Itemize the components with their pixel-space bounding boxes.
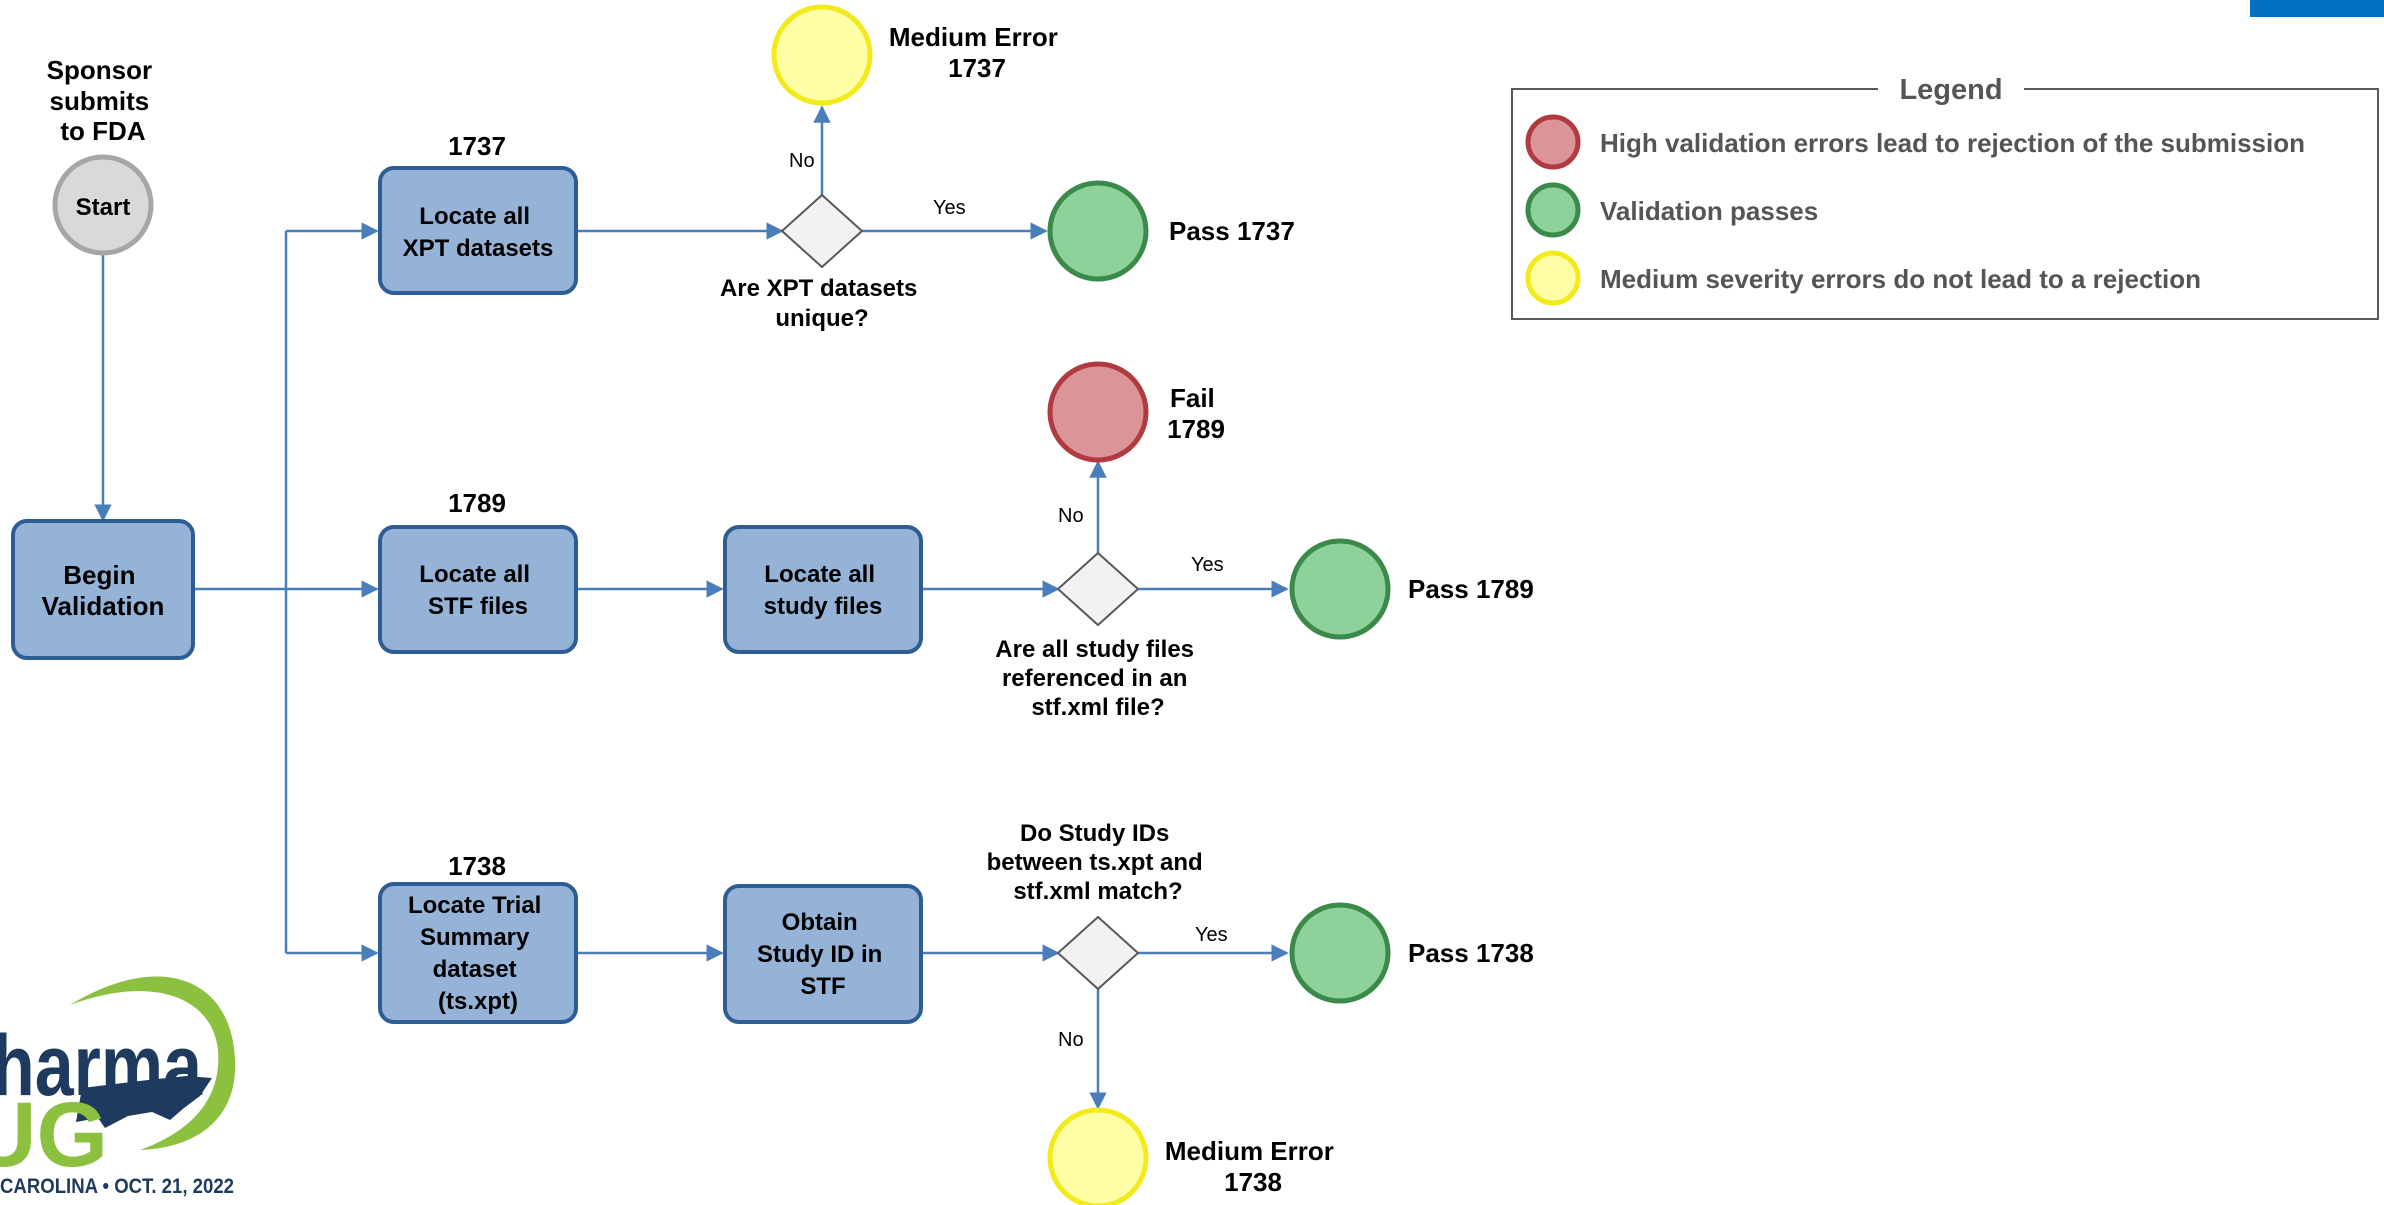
pass-label-1789: Pass 1789 xyxy=(1408,574,1534,604)
rule-id-1789: 1789 xyxy=(448,488,506,518)
no-label-1737: No xyxy=(789,150,815,172)
start-node: Sponsor submits to FDA Start xyxy=(47,55,160,256)
obtain-study-id-label: Obtain Study ID in STF xyxy=(757,909,889,1000)
locate-trial-summary-box xyxy=(378,882,578,1024)
begin-validation-box: Begin Validation xyxy=(11,519,195,660)
start-label: Start xyxy=(76,194,131,221)
logo-word-harma: harma xyxy=(0,1018,203,1114)
row-1738: 1738 Locate Trial Summary dataset (ts.xp… xyxy=(378,820,1534,1205)
pass-label-1738: Pass 1738 xyxy=(1408,938,1534,968)
locate-study-files-label: Locate all study files xyxy=(764,561,883,620)
medium-error-label-1738: Medium Error 1738 xyxy=(1165,1136,1341,1197)
yes-label-1737: Yes xyxy=(933,197,966,219)
decision-diamond-1789 xyxy=(1056,551,1140,627)
north-carolina-shape-icon xyxy=(76,1076,212,1128)
legend-item-medium: Medium severity errors do not lead to a … xyxy=(1600,264,2201,294)
pharmasug-logo: harma UG CAROLINA • OCT. 21, 2022 xyxy=(0,976,236,1198)
obtain-study-id-box xyxy=(723,884,923,1024)
medium-error-circle-1738 xyxy=(1047,1107,1149,1205)
fail-label-1789: Fail 1789 xyxy=(1167,383,1225,444)
legend-fail-icon xyxy=(1525,114,1581,170)
legend-title: Legend xyxy=(1899,74,2002,106)
rule-id-1737: 1737 xyxy=(448,131,506,161)
decision-diamond-1738 xyxy=(1056,915,1140,991)
logo-word-ug: UG xyxy=(0,1084,108,1186)
no-label-1738: No xyxy=(1058,1029,1084,1051)
start-caption: Sponsor submits to FDA xyxy=(47,55,160,146)
row-1737: 1737 Locate all XPT datasets Are XPT dat… xyxy=(378,4,1295,332)
connectors xyxy=(94,105,1289,1110)
pass-circle-1738 xyxy=(1289,902,1391,1004)
legend-item-pass: Validation passes xyxy=(1600,196,1818,226)
locate-xpt-box xyxy=(378,166,578,295)
locate-stf-box xyxy=(378,525,578,654)
medium-error-label-1737: Medium Error 1737 xyxy=(889,22,1065,83)
rule-id-1738: 1738 xyxy=(448,851,506,881)
no-label-1789: No xyxy=(1058,505,1084,527)
start-circle xyxy=(52,154,154,256)
decision-question-1738: Do Study IDs between ts.xpt and stf.xml … xyxy=(987,820,1210,905)
yes-label-1738: Yes xyxy=(1195,924,1228,946)
row-1789: 1789 Locate all STF files Locate all stu… xyxy=(378,361,1534,721)
pass-circle-1737 xyxy=(1047,180,1149,282)
decision-diamond-1737 xyxy=(780,193,864,269)
locate-xpt-label: Locate all XPT datasets xyxy=(403,203,554,262)
medium-error-circle-1737 xyxy=(771,4,873,106)
yes-label-1789: Yes xyxy=(1191,554,1224,576)
pass-circle-1789 xyxy=(1289,538,1391,640)
corner-accent xyxy=(2250,0,2384,17)
locate-stf-label: Locate all STF files xyxy=(419,561,536,620)
fail-circle-1789 xyxy=(1047,361,1149,463)
decision-question-1789: Are all study files referenced in an stf… xyxy=(995,636,1200,721)
decision-question-1737: Are XPT datasets unique? xyxy=(720,275,924,332)
begin-validation-label: Begin Validation xyxy=(42,560,165,621)
legend-item-fail: High validation errors lead to rejection… xyxy=(1600,128,2305,158)
pass-label-1737: Pass 1737 xyxy=(1169,216,1295,246)
legend-frame xyxy=(1511,88,2379,320)
legend: Legend High validation errors lead to re… xyxy=(1511,70,2379,320)
logo-footer: CAROLINA • OCT. 21, 2022 xyxy=(0,1175,234,1198)
locate-trial-summary-label: Locate Trial Summary dataset (ts.xpt) xyxy=(408,892,548,1015)
locate-study-files-box xyxy=(723,525,923,654)
legend-pass-icon xyxy=(1525,182,1581,238)
legend-medium-icon xyxy=(1525,250,1581,306)
